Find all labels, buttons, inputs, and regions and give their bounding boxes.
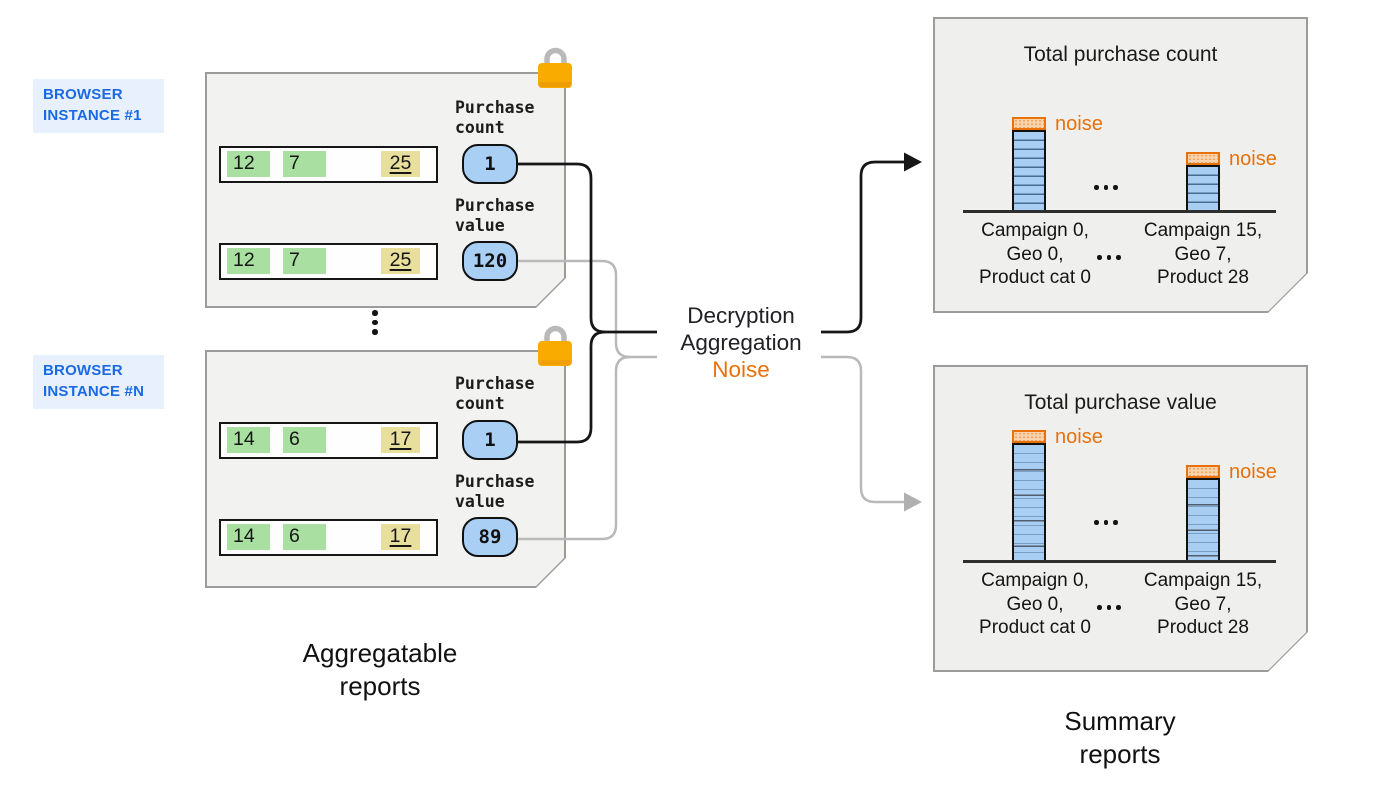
lock-icon [538,47,572,88]
x-category-2: Campaign 15, Geo 7, Product 28 [1143,570,1263,638]
summary-value-background [935,367,1307,671]
between-bars-ellipsis [1090,520,1122,525]
purchase-count-label-1: Purchase count [455,98,535,137]
bucket-chip: 12 [227,248,270,274]
purchase-count-label-n: Purchase count [455,374,535,413]
aggregatable-reports-caption: Aggregatable reports [302,638,458,701]
noise-cap [1186,465,1220,478]
value-bar-2: noise [1186,465,1220,560]
bucket-chip: 14 [227,524,270,550]
count-bar-1: noise [1012,117,1046,210]
x-category-1: Campaign 0, Geo 0, Product cat 0 [979,220,1091,288]
bar-segment [1186,165,1220,210]
chart-title-count: Total purchase count [1023,43,1218,66]
bucket-chip: 12 [227,151,270,177]
histogram-row: 12 7 25 [219,243,438,280]
chart-title-value: Total purchase value [1024,391,1217,414]
aggregatable-report-card-1: Purchase count 12 7 25 1 Purchase value … [205,72,566,308]
decryption-label: Decryption [687,303,795,328]
bar-segment [1186,478,1220,560]
vertical-ellipsis [361,306,389,339]
purchase-count-value-n: 1 [462,420,518,460]
x-category-2: Campaign 15, Geo 7, Product 28 [1143,220,1263,288]
noise-cap [1012,117,1046,130]
summary-report-count-box: Total purchase count noise noise Campaig… [933,17,1308,313]
noise-step-label: Noise [712,357,770,382]
purchase-value-label-1: Purchase value [455,196,535,235]
noise-annotation: noise [1055,426,1103,448]
bucket-chip: 6 [283,427,326,453]
purchase-value-value-n: 89 [462,517,518,557]
bucket-chip: 7 [283,248,326,274]
browser-instance-1-line2: INSTANCE #1 [43,106,142,124]
aggregation-label: Aggregation [680,330,802,355]
summary-count-background [935,19,1307,312]
bucket-chip: 7 [283,151,326,177]
bucket-chip-highlight: 25 [381,248,420,274]
value-bar-1: noise [1012,430,1046,560]
purchase-value-label-n: Purchase value [455,472,535,511]
gray-arrowhead [904,492,922,512]
bucket-chip: 14 [227,427,270,453]
browser-instance-n-label: BROWSER INSTANCE #N [33,355,164,409]
x-category-1: Campaign 0, Geo 0, Product cat 0 [979,570,1091,638]
bucket-chip-highlight: 25 [381,151,420,177]
lock-icon [538,325,572,366]
bar-segment [1012,130,1046,210]
noise-annotation: noise [1055,113,1103,135]
purchase-value-value-1: 120 [462,241,518,281]
browser-instance-n-line2: INSTANCE #N [43,382,145,400]
black-arrowhead [904,152,922,172]
noise-annotation: noise [1229,461,1277,483]
x-axis [963,560,1276,563]
histogram-row: 12 7 25 [219,146,438,183]
purchase-count-value-1: 1 [462,144,518,184]
browser-instance-1-line1: BROWSER [43,86,123,103]
between-categories-ellipsis [1093,605,1125,610]
noise-cap [1186,152,1220,165]
summary-reports-caption: Summary reports [1064,706,1176,769]
noise-annotation: noise [1229,148,1277,170]
bucket-chip-highlight: 17 [381,524,420,550]
between-categories-ellipsis [1093,255,1125,260]
browser-instance-n-line1: BROWSER [43,362,123,379]
noise-cap [1012,430,1046,443]
bar-segment [1012,443,1046,560]
histogram-row: 14 6 17 [219,422,438,459]
process-steps-label: Decryption Aggregation Noise [650,302,832,383]
between-bars-ellipsis [1090,185,1122,190]
bucket-chip: 6 [283,524,326,550]
aggregatable-report-card-n: Purchase count 14 6 17 1 Purchase value … [205,350,566,588]
count-bar-2: noise [1186,152,1220,210]
browser-instance-1-label: BROWSER INSTANCE #1 [33,79,164,133]
histogram-row: 14 6 17 [219,519,438,556]
bucket-chip-highlight: 17 [381,427,420,453]
summary-report-value-box: Total purchase value noise noise Campaig… [933,365,1308,672]
x-axis [963,210,1276,213]
